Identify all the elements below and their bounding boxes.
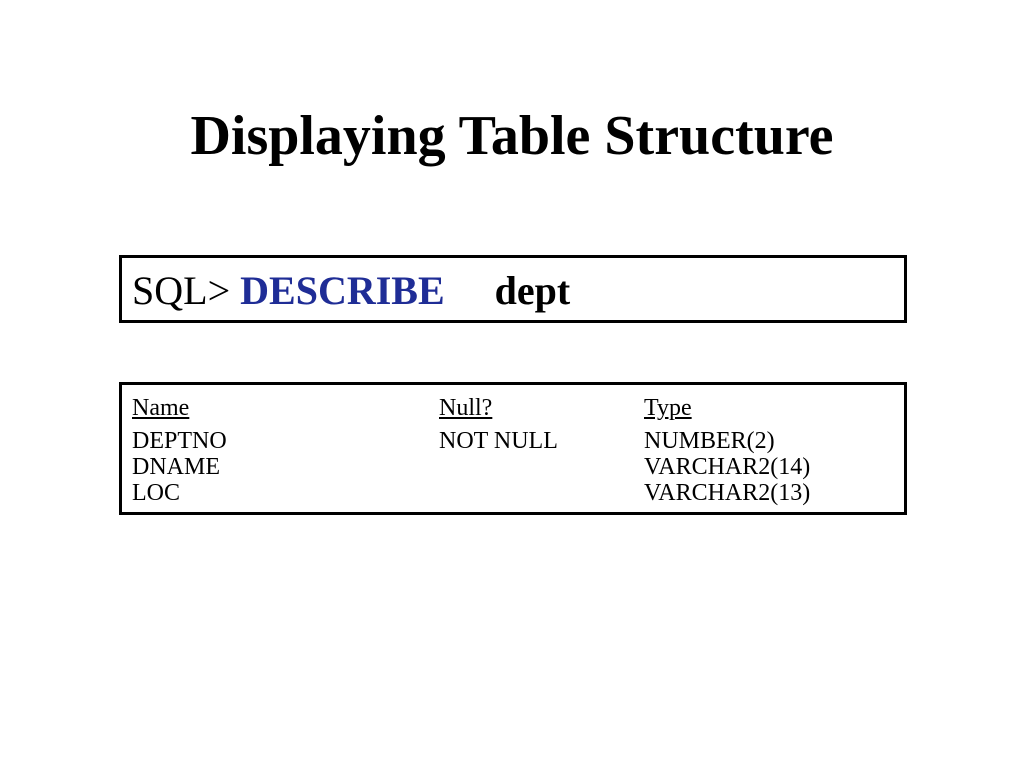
sql-prompt: SQL> [132,268,231,313]
sql-command-line: SQL>DESCRIBE dept [132,268,570,314]
column-header-type: Type [644,395,692,421]
cell-null: NOT NULL [439,428,558,454]
column-header-name: Name [132,395,190,421]
column-header-null: Null? [439,395,493,421]
cell-name: DNAME [132,454,220,480]
describe-keyword: DESCRIBE [240,268,445,313]
sql-command-box: SQL>DESCRIBE dept [119,255,907,323]
describe-result-box: Name Null? Type DEPTNO NOT NULL NUMBER(2… [119,382,907,515]
cell-type: NUMBER(2) [644,428,775,454]
cell-name: LOC [132,480,180,506]
cell-type: VARCHAR2(14) [644,454,811,480]
cell-type: VARCHAR2(13) [644,480,811,506]
table-name: dept [494,268,571,313]
slide-title: Displaying Table Structure [190,105,834,167]
cell-name: DEPTNO [132,428,227,454]
